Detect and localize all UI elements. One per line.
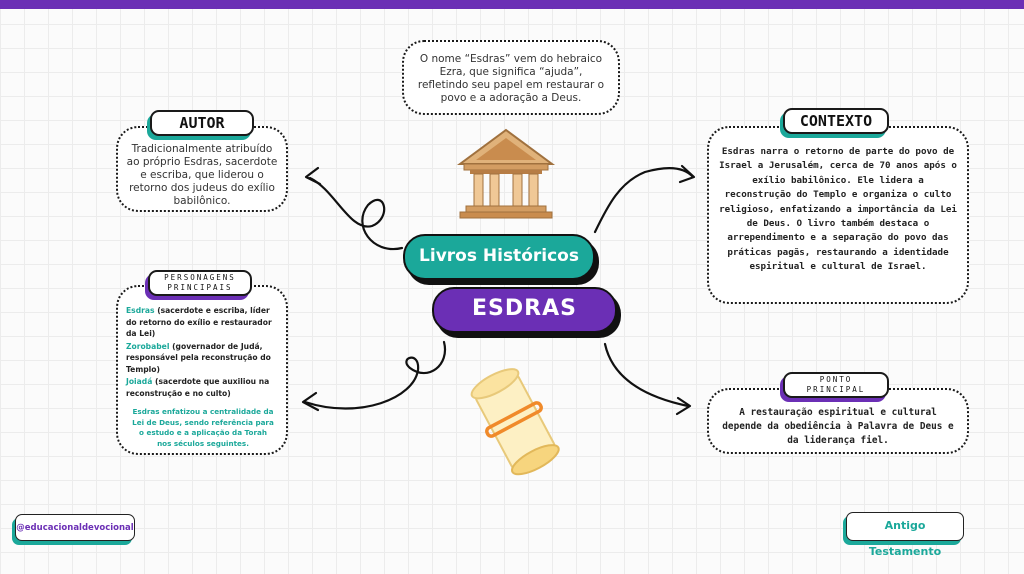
personagem-desc: (sacerdote e escriba, líder do retorno d…	[126, 306, 272, 338]
autor-box: Tradicionalmente atribuído ao próprio Es…	[116, 126, 288, 212]
autor-text: Tradicionalmente atribuído ao próprio Es…	[126, 143, 278, 207]
personagens-note: Esdras enfatizou a centralidade da Lei d…	[132, 407, 274, 448]
personagem-item: Joiadá (sacerdote que auxiliou na recons…	[126, 376, 280, 399]
contexto-text: Esdras narra o retorno de parte do povo …	[719, 146, 957, 273]
ponto-label-line2: PRINCIPAL	[806, 385, 866, 394]
autor-label: AUTOR	[150, 110, 254, 136]
contexto-label: CONTEXTO	[783, 108, 889, 134]
footer-testament-text: Antigo Testamento	[868, 519, 942, 558]
center-title: Livros Históricos	[419, 246, 579, 266]
contexto-box: Esdras narra o retorno de parte do povo …	[707, 126, 969, 304]
center-subtitle: ESDRAS	[472, 296, 577, 321]
footer-testament[interactable]: Antigo Testamento	[846, 512, 964, 558]
personagem-item: Esdras (sacerdote e escriba, líder do re…	[126, 305, 280, 340]
center-title-pill: Livros Históricos	[403, 234, 595, 280]
personagens-label: PERSONAGENS PRINCIPAIS	[148, 270, 252, 296]
top-note-text: O nome “Esdras” vem do hebraico Ezra, qu…	[417, 53, 605, 104]
personagem-item: Zorobabel (governador de Judá, responsáv…	[126, 341, 280, 376]
personagem-name: Esdras	[126, 306, 155, 315]
footer-handle-text: @educacionaldevocional	[16, 523, 134, 533]
personagens-box: Esdras (sacerdote e escriba, líder do re…	[116, 285, 288, 455]
ponto-box: A restauração espiritual e cultural depe…	[707, 388, 969, 454]
arrow-to-autor	[308, 176, 404, 251]
top-note-box: O nome “Esdras” vem do hebraico Ezra, qu…	[402, 40, 620, 115]
footer-handle[interactable]: @educacionaldevocional	[15, 514, 135, 541]
ponto-label: PONTO PRINCIPAL	[783, 372, 889, 398]
center-subtitle-pill: ESDRAS	[432, 287, 617, 333]
personagens-label-line1: PERSONAGENS	[164, 273, 236, 282]
arrow-to-ponto	[603, 342, 690, 408]
personagem-desc: (governador de Judá, responsável pela re…	[126, 341, 271, 374]
temple-icon	[456, 128, 556, 219]
personagens-label-line2: PRINCIPAIS	[167, 283, 233, 292]
arrow-to-contexto	[593, 167, 695, 234]
personagem-desc: (sacerdote que auxiliou na reconstrução …	[126, 377, 270, 398]
arrow-to-personagens	[303, 340, 447, 410]
ponto-label-line1: PONTO	[819, 375, 853, 384]
personagens-list: Esdras (sacerdote e escriba, líder do re…	[126, 305, 280, 399]
top-accent-bar	[0, 0, 1024, 9]
scroll-icon	[470, 368, 560, 476]
ponto-text: A restauração espiritual e cultural depe…	[722, 407, 954, 446]
personagem-name: Joiadá	[126, 377, 153, 386]
personagem-name: Zorobabel	[126, 341, 170, 351]
